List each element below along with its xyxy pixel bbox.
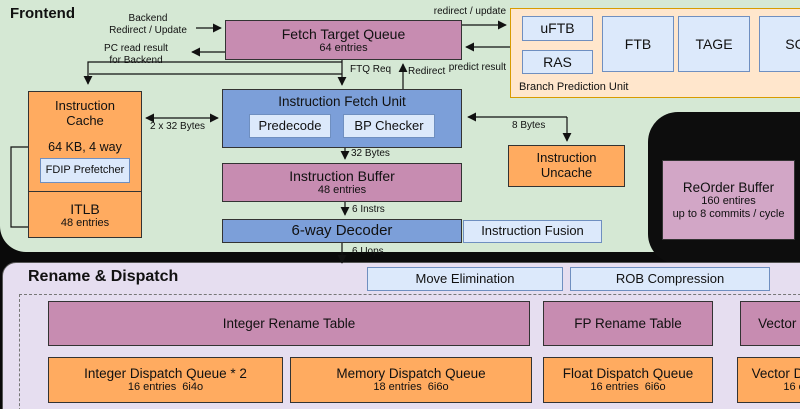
float-dispatch-queue-box: Float Dispatch Queue 16 entries 6i6o (543, 357, 713, 403)
rename-dashed-container (19, 294, 800, 409)
wire-label-6-uops: 6 Uops (352, 246, 384, 257)
uftb-box: uFTB (522, 16, 593, 41)
branch-prediction-unit-box: uFTB RAS FTB TAGE SC Branch Prediction U… (510, 8, 800, 98)
ras-box: RAS (522, 50, 593, 74)
ftb-box: FTB (602, 16, 674, 72)
vector-dispatch-queue-box: Vector Dispatch Queue 16 entries 6i6o (737, 357, 800, 403)
move-elimination-box: Move Elimination (367, 267, 563, 291)
frontend-title: Frontend (10, 5, 75, 22)
wire-label-ftq-req: FTQ Req (350, 64, 392, 75)
integer-rename-table-box: Integer Rename Table (48, 301, 530, 346)
predecode-box: Predecode (249, 114, 331, 138)
wire-label-pc-read-result: PC read result for Backend (104, 43, 168, 66)
memory-dispatch-queue-box: Memory Dispatch Queue 18 entries 6i6o (290, 357, 532, 403)
wire-label-6-instrs: 6 Instrs (352, 204, 385, 215)
wire-label-redirect: Redirect (408, 66, 446, 77)
rename-dispatch-title: Rename & Dispatch (28, 268, 179, 285)
sc-box: SC (759, 16, 800, 72)
fdip-prefetcher-box: FDIP Prefetcher (40, 158, 130, 183)
wire-label-redirect-update: redirect / update (433, 6, 506, 17)
wire-label-2x32-bytes: 2 x 32 Bytes (150, 121, 206, 132)
itlb-box: ITLB 48 entries (28, 191, 142, 238)
instruction-cache-box: Instruction Cache 64 KB, 4 way FDIP Pref… (28, 91, 142, 238)
reorder-buffer-box: ReOrder Buffer 160 entires up to 8 commi… (662, 160, 795, 240)
bp-checker-box: BP Checker (343, 114, 435, 138)
instruction-buffer-box: Instruction Buffer 48 entries (222, 163, 462, 202)
integer-dispatch-queue-box: Integer Dispatch Queue * 2 16 entries 6i… (48, 357, 283, 403)
instruction-uncache-box: Instruction Uncache (508, 145, 625, 187)
instruction-fusion-box: Instruction Fusion (463, 220, 602, 243)
wire-label-backend-redirect: Backend Redirect / Update (109, 13, 187, 36)
wire-label-32-bytes: 32 Bytes (351, 148, 390, 159)
wire-label-8-bytes: 8 Bytes (512, 120, 546, 131)
rob-compression-box: ROB Compression (570, 267, 770, 291)
vector-rename-table-box: Vector Rename Table (740, 301, 800, 346)
fp-rename-table-box: FP Rename Table (543, 301, 713, 346)
fetch-target-queue-box: Fetch Target Queue 64 entries (225, 20, 462, 60)
tage-box: TAGE (678, 16, 750, 72)
wire-label-predict-result: predict result (448, 62, 506, 73)
decoder-box: 6-way Decoder (222, 219, 462, 243)
instruction-fetch-unit-box: Instruction Fetch Unit Predecode BP Chec… (222, 89, 462, 148)
bpu-label: Branch Prediction Unit (519, 81, 629, 94)
